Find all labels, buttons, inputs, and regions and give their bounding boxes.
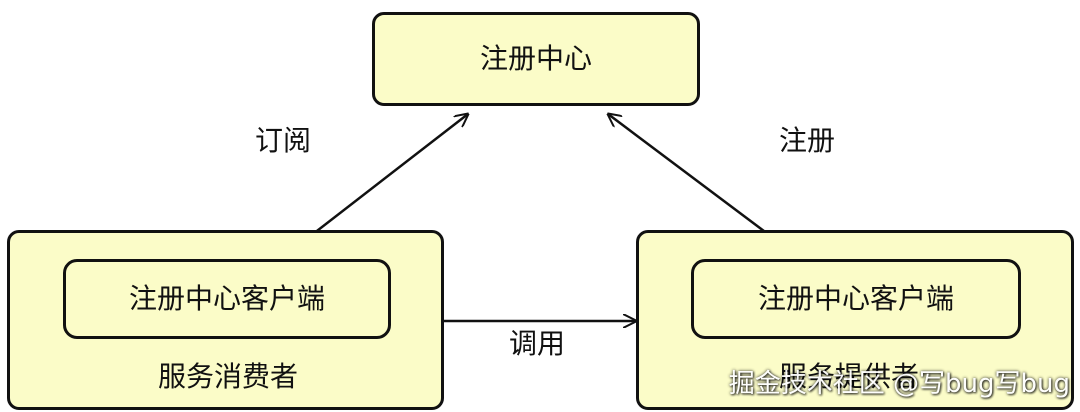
service-consumer-box: 注册中心客户端 服务消费者 <box>7 230 444 410</box>
provider-registry-client-label: 注册中心客户端 <box>757 282 954 315</box>
register-edge-label: 注册 <box>779 124 836 157</box>
subscribe-edge-label: 订阅 <box>255 124 312 157</box>
service-consumer-label: 服务消费者 <box>158 360 299 393</box>
consumer-registry-client-label: 注册中心客户端 <box>128 282 325 315</box>
invoke-edge-label: 调用 <box>509 327 566 360</box>
service-provider-box: 注册中心客户端 服务提供者 <box>636 230 1074 410</box>
watermark-text: 掘金技术社区 @写bug写bug <box>728 369 1070 399</box>
registry-center-box: 注册中心 <box>372 12 700 106</box>
provider-registry-client-box: 注册中心客户端 <box>691 259 1021 339</box>
registry-center-label: 注册中心 <box>479 42 592 75</box>
service-provider-label: 服务提供者 <box>779 360 920 393</box>
consumer-registry-client-box: 注册中心客户端 <box>63 259 391 339</box>
